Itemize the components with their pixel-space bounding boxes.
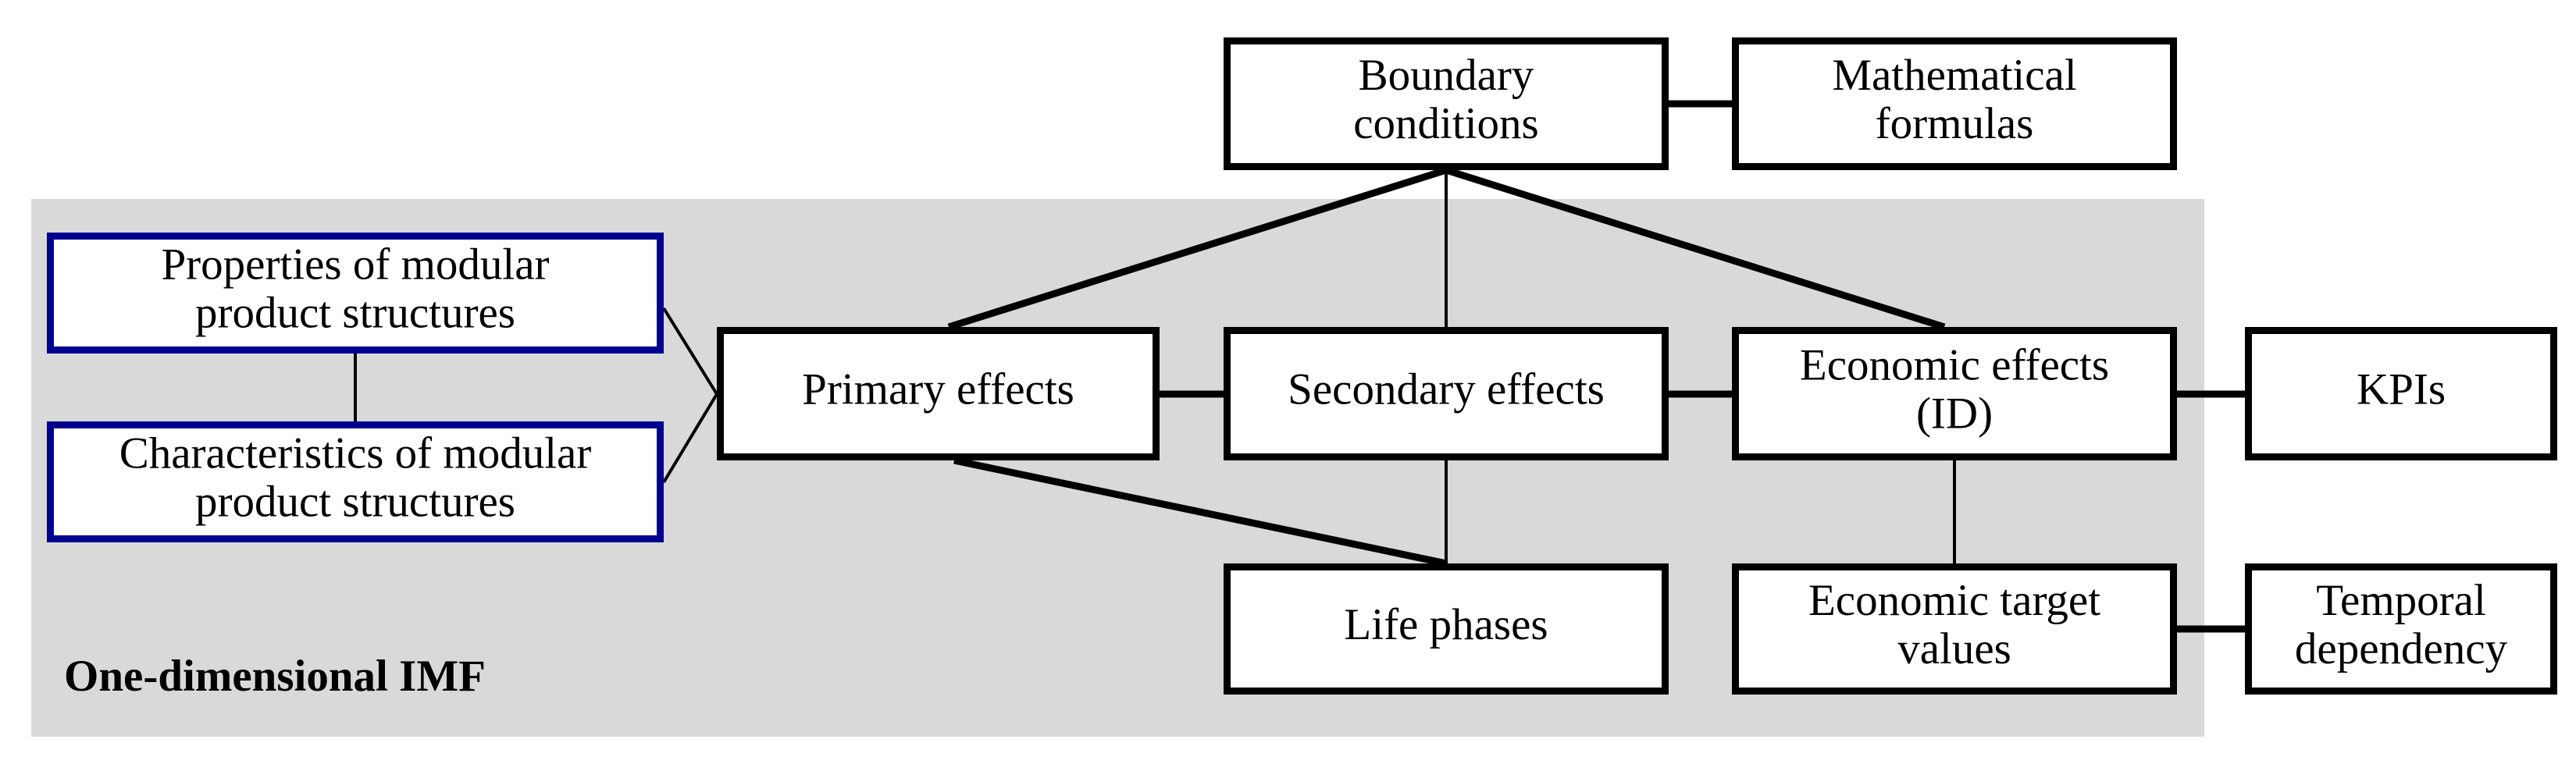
node-label-characteristics-of-modular-product-structures: product structures	[195, 478, 515, 527]
node-label-primary-effects: Primary effects	[802, 365, 1074, 414]
connector-boundary-conditions-to-economic-effects	[1445, 166, 1946, 331]
node-secondary-effects[interactable]: Secondary effects	[1224, 327, 1669, 460]
node-label-temporal-dependency: Temporal	[2316, 576, 2486, 625]
connector-layer	[354, 100, 2245, 633]
node-label-boundary-conditions: Boundary	[1359, 51, 1534, 100]
connector-characteristics-to-primary-effects	[662, 393, 718, 484]
node-box-economic-effects-id	[1732, 327, 2177, 460]
node-label-properties-of-modular-product-structures: Properties of modular	[161, 240, 549, 290]
node-life-phases[interactable]: Life phases	[1224, 563, 1669, 695]
node-label-economic-effects-id: Economic effects	[1800, 341, 2109, 390]
node-label-properties-of-modular-product-structures: product structures	[195, 289, 515, 338]
node-box-properties-of-modular-product-structures	[47, 233, 664, 354]
node-label-mathematical-formulas: formulas	[1876, 99, 2034, 148]
node-label-secondary-effects: Secondary effects	[1288, 365, 1605, 414]
node-label-life-phases: Life phases	[1344, 600, 1548, 649]
node-box-mathematical-formulas	[1732, 37, 2177, 170]
panel-title-one-dimensional-imf: One-dimensional IMF	[64, 652, 486, 701]
node-label-characteristics-of-modular-product-structures: Characteristics of modular	[119, 429, 592, 478]
connector-primary-effects-to-life-phases	[953, 457, 1447, 567]
node-box-temporal-dependency	[2245, 563, 2557, 695]
node-primary-effects[interactable]: Primary effects	[717, 327, 1160, 460]
panel-title-layer: One-dimensional IMF	[64, 652, 486, 701]
node-box-secondary-effects	[1224, 327, 1669, 460]
node-box-primary-effects	[717, 327, 1160, 460]
node-box-characteristics-of-modular-product-structures	[47, 421, 664, 542]
node-box-life-phases	[1224, 563, 1669, 695]
node-label-economic-target-values: values	[1897, 624, 2011, 673]
node-label-temporal-dependency: dependency	[2295, 624, 2508, 673]
node-label-kpis: KPIs	[2357, 365, 2446, 414]
node-box-boundary-conditions	[1224, 37, 1669, 170]
connector-properties-to-primary-effects	[662, 307, 718, 396]
node-label-economic-target-values: Economic target	[1808, 576, 2100, 625]
node-economic-effects-id[interactable]: Economic effects(ID)	[1732, 327, 2177, 460]
connector-boundary-conditions-to-primary-effects	[947, 166, 1448, 331]
node-kpis[interactable]: KPIs	[2245, 327, 2557, 460]
node-label-economic-effects-id: (ID)	[1916, 389, 1993, 439]
node-box-kpis	[2245, 327, 2557, 460]
node-label-boundary-conditions: conditions	[1353, 99, 1539, 148]
node-label-mathematical-formulas: Mathematical	[1832, 51, 2076, 100]
node-box-economic-target-values	[1732, 563, 2177, 695]
